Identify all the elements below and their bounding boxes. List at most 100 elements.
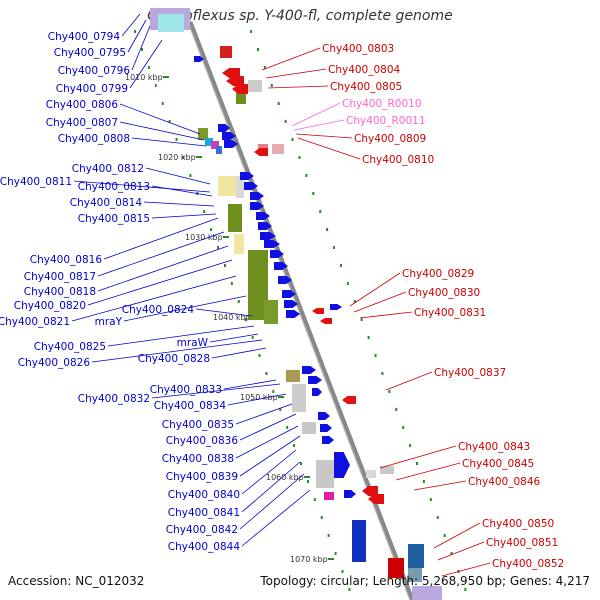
gene-arrow — [334, 452, 350, 478]
gene-label-chy400-0805[interactable]: Chy400_0805 — [330, 81, 402, 93]
gene-label-chy400-0796[interactable]: Chy400_0796 — [58, 65, 131, 77]
gene-label-chy400-0812[interactable]: Chy400_0812 — [72, 163, 144, 175]
gene-label-mraw[interactable]: mraW — [177, 337, 209, 349]
gene-label-chy400-0837[interactable]: Chy400_0837 — [434, 367, 506, 379]
gene-feature-block — [205, 138, 213, 146]
accession-text: Accession: NC_012032 — [8, 574, 145, 588]
gene-label-chy400-0799[interactable]: Chy400_0799 — [56, 83, 128, 95]
leader-layer — [71, 13, 491, 577]
gene-label-chy400-0850[interactable]: Chy400_0850 — [482, 518, 554, 530]
gene-label-chy400-0851[interactable]: Chy400_0851 — [486, 537, 558, 549]
gene-label-chy400-0838[interactable]: Chy400_0838 — [162, 453, 234, 465]
gene-label-chy400-0807[interactable]: Chy400_0807 — [46, 117, 118, 129]
gene-label-chy400-r0010[interactable]: Chy400_R0010 — [342, 98, 422, 110]
gene-arrow — [278, 276, 292, 284]
label-layer: Chy400_0794Chy400_0795Chy400_0796Chy400_… — [0, 31, 564, 570]
gene-label-chy400-0844[interactable]: Chy400_0844 — [168, 541, 241, 553]
gene-feature-block — [412, 586, 442, 600]
gene-feature-block — [388, 558, 404, 578]
kbp-tick-mark — [196, 156, 202, 158]
gene-label-chy400-0826[interactable]: Chy400_0826 — [18, 357, 91, 369]
gene-label-chy400-0843[interactable]: Chy400_0843 — [458, 441, 530, 453]
gene-label-chy400-0803[interactable]: Chy400_0803 — [322, 43, 394, 55]
kbp-tick-mark — [223, 236, 229, 238]
gene-label-chy400-0820[interactable]: Chy400_0820 — [14, 300, 86, 312]
gene-arrow — [342, 396, 356, 404]
leader-line — [103, 217, 219, 260]
gene-feature-block — [316, 460, 334, 488]
gene-label-chy400-0810[interactable]: Chy400_0810 — [362, 154, 434, 166]
leader-line — [293, 119, 345, 131]
leader-line — [241, 449, 297, 495]
gene-label-chy400-0835[interactable]: Chy400_0835 — [162, 419, 234, 431]
gene-label-chy400-0814[interactable]: Chy400_0814 — [70, 197, 143, 209]
gene-label-chy400-0808[interactable]: Chy400_0808 — [58, 133, 130, 145]
gene-label-chy400-0817[interactable]: Chy400_0817 — [24, 271, 96, 283]
gene-label-chy400-0839[interactable]: Chy400_0839 — [166, 471, 238, 483]
leader-line — [151, 185, 213, 197]
gene-arrow — [318, 412, 330, 420]
gene-label-chy400-r0011[interactable]: Chy400_R0011 — [346, 115, 426, 127]
gene-feature-block — [228, 204, 242, 232]
gene-label-chy400-0806[interactable]: Chy400_0806 — [46, 99, 119, 111]
gene-label-chy400-0815[interactable]: Chy400_0815 — [78, 213, 150, 225]
gene-label-chy400-0828[interactable]: Chy400_0828 — [138, 353, 210, 365]
gene-label-chy400-0804[interactable]: Chy400_0804 — [328, 64, 401, 76]
gene-arrow — [322, 436, 334, 444]
gene-label-chy400-0821[interactable]: Chy400_0821 — [0, 316, 70, 328]
gene-label-chy400-0840[interactable]: Chy400_0840 — [168, 489, 240, 501]
gene-feature-block — [302, 422, 316, 434]
gene-label-chy400-0795[interactable]: Chy400_0795 — [54, 47, 126, 59]
feature-layer — [150, 8, 442, 600]
gene-arrow — [222, 132, 236, 140]
gene-arrow — [232, 84, 248, 94]
gene-label-chy400-0831[interactable]: Chy400_0831 — [414, 307, 486, 319]
gene-feature-block — [248, 80, 262, 92]
leader-line — [353, 291, 407, 313]
gene-label-chy400-0845[interactable]: Chy400_0845 — [462, 458, 534, 470]
leader-line — [71, 275, 237, 322]
gene-label-chy400-0816[interactable]: Chy400_0816 — [30, 254, 103, 266]
gene-label-chy400-0852[interactable]: Chy400_0852 — [492, 558, 564, 570]
gene-label-chy400-0836[interactable]: Chy400_0836 — [166, 435, 239, 447]
gene-arrow — [286, 310, 300, 318]
gene-label-chy400-0818[interactable]: Chy400_0818 — [24, 286, 96, 298]
leader-line — [223, 379, 277, 390]
gene-label-mray[interactable]: mraY — [95, 316, 123, 328]
gene-label-chy400-0794[interactable]: Chy400_0794 — [48, 31, 121, 43]
kbp-tick-label: 1040 kbp — [213, 313, 251, 322]
kbp-tick-mark — [163, 76, 169, 78]
leader-line — [131, 25, 151, 71]
gene-label-chy400-0829[interactable]: Chy400_0829 — [402, 268, 474, 280]
gene-label-chy400-0813[interactable]: Chy400_0813 — [78, 181, 150, 193]
gene-label-chy400-0830[interactable]: Chy400_0830 — [408, 287, 480, 299]
leader-line — [73, 180, 211, 193]
gene-label-chy400-0834[interactable]: Chy400_0834 — [154, 400, 227, 412]
leader-line — [267, 85, 329, 89]
gene-feature-block — [236, 90, 246, 104]
gene-arrow — [312, 308, 324, 314]
kbp-tick-label: 1010 kbp — [125, 73, 163, 82]
leader-line — [239, 473, 305, 530]
gene-feature-block — [380, 466, 394, 474]
gene-label-chy400-0842[interactable]: Chy400_0842 — [166, 524, 238, 536]
gene-label-chy400-0824[interactable]: Chy400_0824 — [122, 304, 195, 316]
leader-line — [131, 137, 207, 147]
leader-line — [107, 325, 255, 347]
gene-label-chy400-0832[interactable]: Chy400_0832 — [78, 393, 150, 405]
gene-feature-block — [234, 234, 244, 254]
gene-label-chy400-0841[interactable]: Chy400_0841 — [168, 507, 240, 519]
gene-label-chy400-0846[interactable]: Chy400_0846 — [468, 476, 541, 488]
gene-arrow — [226, 76, 244, 86]
gene-label-chy400-0825[interactable]: Chy400_0825 — [34, 341, 106, 353]
gene-arrow — [362, 486, 378, 496]
leader-line — [91, 339, 263, 363]
gene-label-chy400-0833[interactable]: Chy400_0833 — [150, 384, 222, 396]
leader-line — [437, 541, 485, 561]
leader-line — [441, 562, 491, 577]
kbp-tick-mark — [304, 476, 310, 478]
gene-feature-block — [324, 492, 334, 500]
gene-label-chy400-0811[interactable]: Chy400_0811 — [0, 176, 72, 188]
gene-label-chy400-0809[interactable]: Chy400_0809 — [354, 133, 426, 145]
gene-feature-block — [236, 176, 244, 198]
